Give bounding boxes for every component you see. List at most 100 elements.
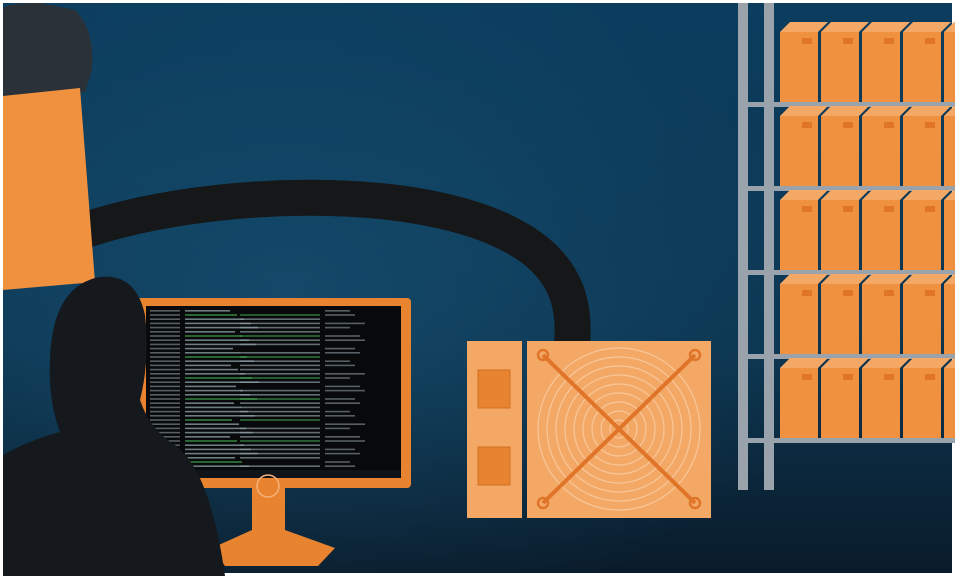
terminal-line (240, 343, 320, 346)
terminal-line (240, 448, 320, 451)
terminal-line (150, 385, 180, 388)
terminal-line (185, 343, 256, 346)
server-box (780, 368, 818, 438)
server-box (862, 284, 900, 354)
server-box (821, 284, 859, 354)
server-box-top (780, 190, 828, 200)
terminal-line (185, 461, 242, 463)
fan-ring (537, 347, 701, 511)
server-box-top (944, 190, 955, 200)
server-box-top (944, 358, 955, 368)
terminal-line (185, 431, 253, 434)
server-box-top (780, 358, 828, 368)
terminal-line (150, 406, 180, 409)
terminal-line (150, 322, 180, 325)
terminal-line (150, 339, 180, 341)
server-box-label (843, 122, 853, 128)
terminal-line (185, 356, 247, 358)
terminal-line (185, 368, 238, 371)
terminal-line (185, 419, 232, 421)
terminal-line (240, 415, 320, 417)
terminal-line (325, 461, 350, 463)
fan-strut (541, 353, 697, 505)
terminal-line (240, 326, 320, 329)
server-box-top (944, 22, 955, 32)
terminal-line (240, 452, 320, 455)
terminal-line (150, 410, 180, 413)
terminal-line (240, 444, 320, 446)
terminal-line (150, 398, 180, 400)
fan-ring (546, 356, 692, 502)
terminal-line (150, 419, 180, 421)
terminal-line (150, 356, 180, 358)
server-box-label (843, 374, 853, 380)
terminal-line (185, 394, 250, 396)
server-box-label (884, 38, 894, 44)
terminal-line (150, 352, 180, 354)
terminal-line (325, 377, 350, 379)
terminal-line (325, 322, 365, 325)
miner-port-bottom (477, 446, 511, 486)
server-box-top (944, 106, 955, 116)
terminal-line (185, 410, 248, 413)
terminal-line (240, 402, 320, 404)
brand-logo (256, 474, 280, 498)
server-box (821, 32, 859, 102)
terminal-line (240, 314, 320, 316)
terminal-line (240, 389, 320, 392)
terminal-line (240, 394, 320, 396)
terminal-line (185, 373, 245, 375)
server-box (944, 200, 955, 270)
server-box-label (802, 38, 812, 44)
terminal-line (185, 339, 249, 341)
server-box-top (903, 274, 951, 284)
server-box (944, 284, 955, 354)
server-box (944, 368, 955, 438)
terminal-line (185, 415, 255, 417)
server-box-top (862, 190, 910, 200)
rack-post (738, 3, 748, 490)
terminal-line (185, 347, 233, 350)
terminal-line (240, 322, 320, 325)
server-box (903, 116, 941, 186)
terminal-line (185, 335, 242, 337)
server-box (780, 284, 818, 354)
server-box (821, 368, 859, 438)
server-box (862, 200, 900, 270)
terminal-line (240, 431, 320, 434)
terminal-line (240, 406, 320, 409)
terminal-line (150, 389, 180, 392)
terminal-line (240, 373, 320, 375)
terminal-line (240, 377, 320, 379)
terminal-line (325, 335, 360, 337)
server-box-top (780, 22, 828, 32)
terminal-line (325, 402, 360, 404)
fan-grille (537, 347, 701, 511)
terminal-line (185, 406, 241, 409)
rack-post (764, 3, 774, 490)
terminal-line (185, 448, 251, 451)
server-box-label (925, 206, 935, 212)
terminal-line (150, 347, 180, 350)
terminal-line (150, 436, 180, 438)
terminal-line (185, 440, 237, 442)
server-box (944, 32, 955, 102)
terminal-line (185, 452, 258, 455)
server-box-label (843, 206, 853, 212)
screw-icon (688, 496, 702, 510)
fan-ring (555, 365, 683, 493)
terminal-line (185, 436, 230, 438)
miner-side-panel (467, 341, 522, 518)
terminal-line (150, 368, 180, 371)
terminal-line (325, 385, 360, 388)
rack-shelf (748, 186, 955, 191)
server-box-label (843, 290, 853, 296)
power-cable (62, 179, 591, 363)
server-box-label (802, 206, 812, 212)
terminal-line (150, 310, 180, 312)
terminal-line (185, 360, 254, 362)
rack-shelf (748, 102, 955, 107)
terminal-line (325, 364, 355, 367)
terminal-line (150, 314, 180, 316)
